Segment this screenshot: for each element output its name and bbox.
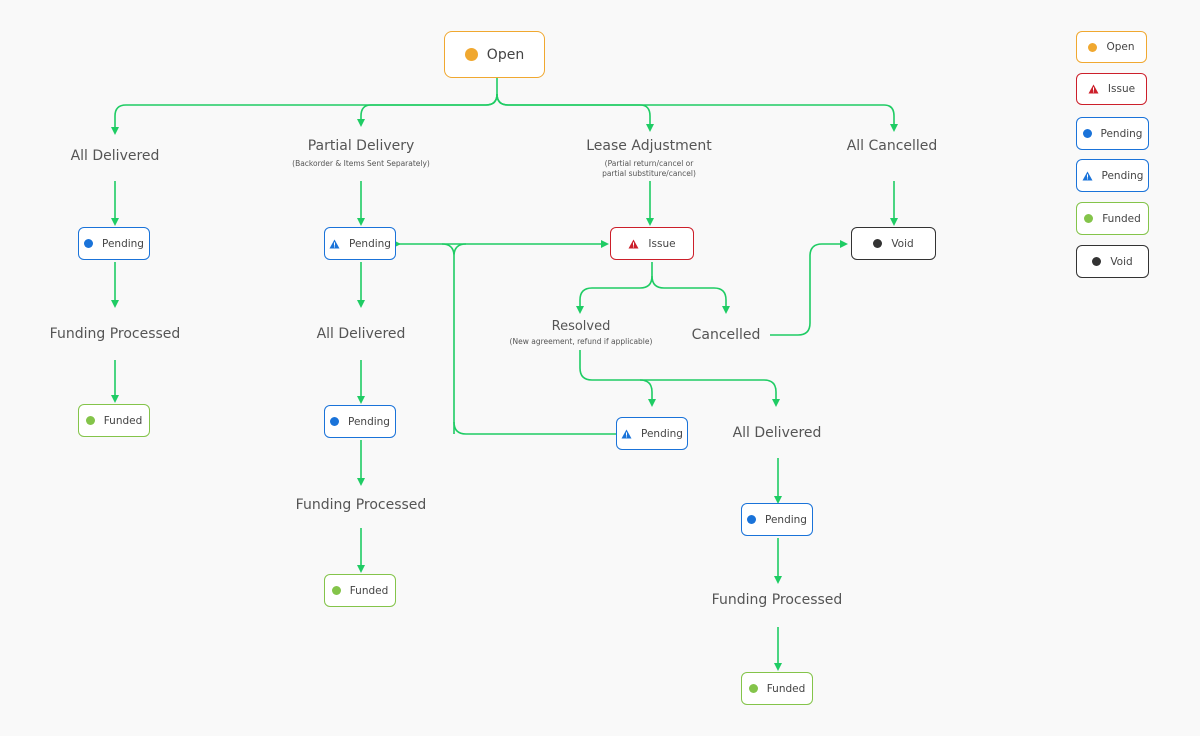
warning-blue-icon: [1082, 171, 1093, 181]
legend-item-open: Open: [1076, 31, 1147, 63]
legend-item-funded: Funded: [1076, 202, 1149, 235]
connector-resolved-split: [579, 350, 656, 407]
all-delivered-text-2: All Delivered: [316, 326, 406, 342]
void-node-label: Void: [891, 237, 914, 250]
connector-issue-split-right: [651, 275, 730, 314]
pending-node-c1[interactable]: Pending: [78, 227, 150, 260]
all-cancelled-label: All Cancelled: [847, 138, 938, 154]
legend-item-void: Void: [1076, 245, 1149, 278]
pending-node-c1-label: Pending: [102, 237, 144, 250]
pending-node-c2[interactable]: Pending: [324, 405, 396, 438]
void-node[interactable]: Void: [851, 227, 936, 260]
legend-label: Open: [1106, 41, 1135, 53]
green-dot-icon: [331, 586, 341, 595]
warning-blue-icon: [621, 429, 632, 439]
connector-open-to-partial: [357, 93, 498, 127]
legend-label: Void: [1110, 255, 1133, 268]
partial-delivery-label: Partial Delivery (Backorder & Items Sent…: [292, 138, 430, 169]
connector-cancelled-to-void: [770, 240, 848, 336]
resolved-text: Resolved: [551, 319, 611, 334]
legend-item-issue: Issue: [1076, 73, 1147, 105]
pending-warning-node-c3-label: Pending: [641, 427, 683, 440]
pending-warning-node-c2[interactable]: Pending: [324, 227, 396, 260]
pending-warning-node-c3[interactable]: Pending: [616, 417, 688, 450]
connector-resolved-to-delivered: [640, 379, 780, 407]
legend-label: Issue: [1107, 83, 1136, 95]
orange-dot-icon: [464, 48, 478, 61]
all-delivered-label-1: All Delivered: [71, 148, 160, 164]
warning-blue-icon: [329, 239, 340, 249]
connector-loop-back: [453, 421, 616, 435]
blue-dot-icon: [330, 417, 339, 426]
funded-node-c2-label: Funded: [349, 584, 389, 597]
funding-processed-label-1: Funding Processed: [50, 326, 181, 342]
funding-processed-text-3: Funding Processed: [711, 592, 843, 608]
open-node[interactable]: Open: [444, 31, 545, 78]
legend-label: Pending: [1100, 127, 1143, 140]
cancelled-label: Cancelled: [692, 327, 761, 343]
warning-red-icon: [628, 239, 639, 249]
warning-red-icon: [1088, 84, 1099, 94]
all-cancelled-text: All Cancelled: [846, 138, 938, 154]
lease-adjustment-label: Lease Adjustment (Partial return/cancel …: [586, 138, 711, 179]
funding-processed-label-2: Funding Processed: [296, 497, 427, 513]
legend-label: Funded: [1102, 212, 1141, 225]
lease-adjustment-subtext-2: partial substiture/cancel): [602, 169, 696, 178]
funding-processed-label-3: Funding Processed: [712, 592, 843, 608]
all-delivered-label-3: All Delivered: [733, 425, 822, 441]
funded-node-c2[interactable]: Funded: [324, 574, 396, 607]
all-delivered-text-1: All Delivered: [70, 148, 160, 164]
issue-node-label: Issue: [648, 237, 676, 250]
legend-item-pending-warning: Pending: [1076, 159, 1149, 192]
all-delivered-label-2: All Delivered: [317, 326, 406, 342]
connector-open-to-cancelled: [496, 93, 898, 132]
partial-delivery-subtext: (Backorder & Items Sent Separately): [292, 159, 430, 168]
dark-dot-icon: [873, 239, 883, 248]
resolved-label: Resolved (New agreement, refund if appli…: [510, 319, 653, 347]
green-dot-icon: [748, 684, 758, 693]
legend-item-pending: Pending: [1076, 117, 1149, 150]
funding-processed-text-2: Funding Processed: [295, 497, 427, 513]
dark-dot-icon: [1092, 257, 1102, 266]
funded-node-c5-label: Funded: [766, 682, 806, 695]
all-delivered-text-3: All Delivered: [732, 425, 822, 441]
connector-open-to-lease: [496, 93, 654, 132]
funded-node-c1-label: Funded: [103, 414, 143, 427]
connector-issue-split-left: [576, 262, 653, 314]
green-dot-icon: [85, 416, 95, 425]
funded-node-c1[interactable]: Funded: [78, 404, 150, 437]
partial-delivery-text: Partial Delivery: [307, 138, 415, 154]
blue-dot-icon: [84, 239, 93, 248]
blue-dot-icon: [1082, 129, 1092, 138]
pending-warning-node-c2-label: Pending: [349, 237, 391, 250]
open-node-label: Open: [486, 46, 525, 63]
lease-adjustment-text: Lease Adjustment: [586, 138, 712, 154]
orange-dot-icon: [1088, 42, 1098, 52]
issue-node[interactable]: Issue: [610, 227, 694, 260]
green-dot-icon: [1084, 214, 1094, 223]
pending-node-c5-label: Pending: [765, 513, 807, 526]
connector-loop-split: [441, 243, 467, 434]
pending-node-c5[interactable]: Pending: [741, 503, 813, 536]
legend-label: Pending: [1101, 169, 1144, 182]
resolved-subtext: (New agreement, refund if applicable): [509, 337, 653, 346]
pending-node-c2-label: Pending: [348, 415, 390, 428]
funded-node-c5[interactable]: Funded: [741, 672, 813, 705]
blue-dot-icon: [747, 515, 756, 524]
funding-processed-text-1: Funding Processed: [49, 326, 181, 342]
lease-adjustment-subtext-1: (Partial return/cancel or: [604, 159, 694, 168]
cancelled-text: Cancelled: [691, 327, 761, 343]
